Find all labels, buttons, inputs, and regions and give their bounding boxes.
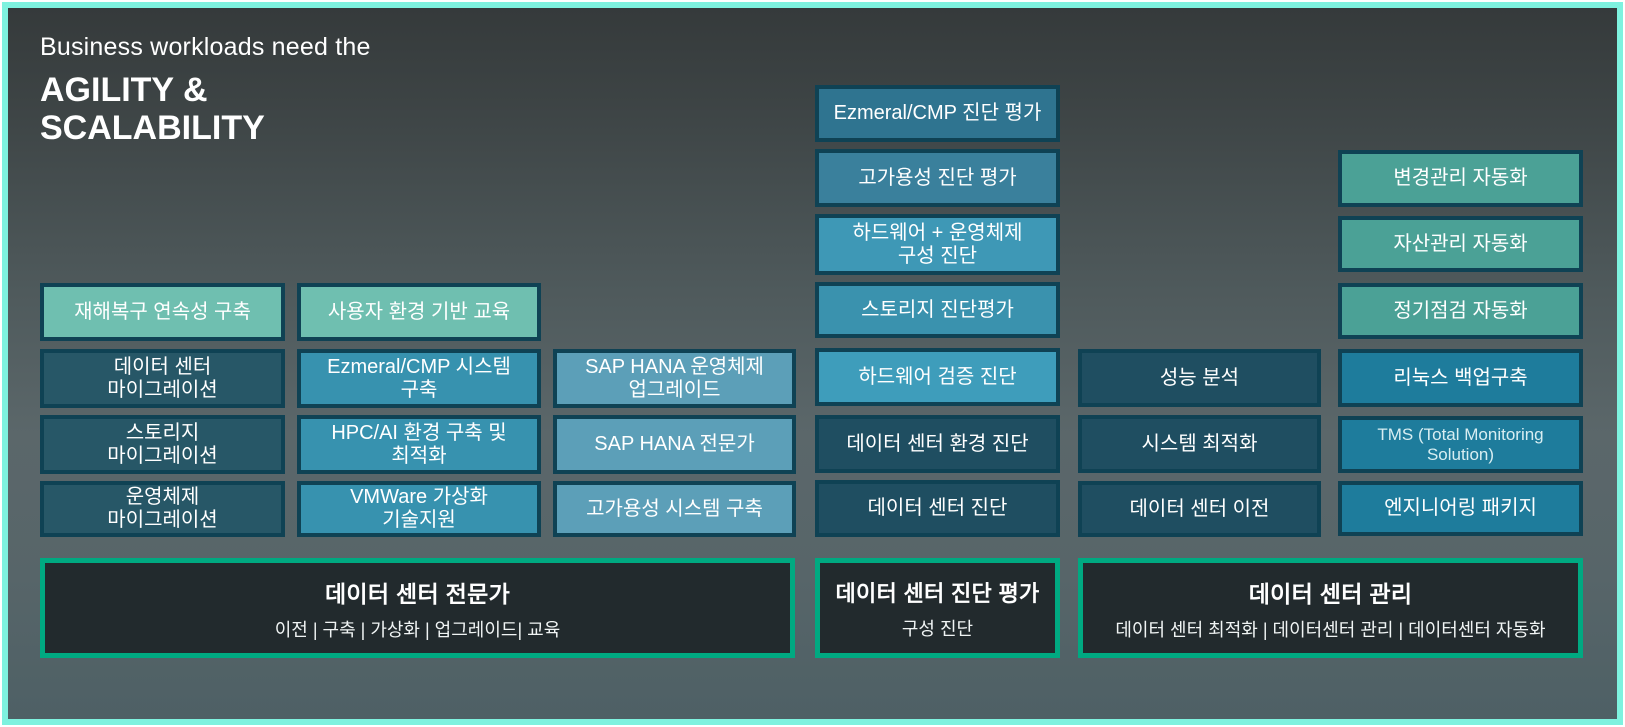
box-hw-os-config-assessment: 하드웨어 + 운영체제 구성 진단 — [815, 214, 1060, 275]
box-ezmeral-cmp-assessment: Ezmeral/CMP 진단 평가 — [815, 85, 1060, 142]
box-label: 엔지니어링 패키지 — [1384, 497, 1537, 519]
band-dc-expert: 데이터 센터 전문가 이전 | 구축 | 가상화 | 업그레이드| 교육 — [40, 558, 795, 658]
box-vmware-support: VMWare 가상화 기술지원 — [297, 481, 541, 537]
box-label: 정기점검 자동화 — [1393, 299, 1528, 322]
box-label: 하드웨어 + 운영체제 구성 진단 — [852, 221, 1023, 267]
box-ezmeral-cmp-build: Ezmeral/CMP 시스템 구축 — [297, 349, 541, 408]
band-subtitle: 이전 | 구축 | 가상화 | 업그레이드| 교육 — [274, 619, 561, 640]
band-subtitle: 데이터 센터 최적화 | 데이터센터 관리 | 데이터센터 자동화 — [1115, 619, 1546, 640]
box-label: 스토리지 진단평가 — [861, 298, 1014, 321]
box-tms: TMS (Total Monitoring Solution) — [1338, 416, 1583, 473]
box-hw-verification-assessment: 하드웨어 검증 진단 — [815, 348, 1060, 406]
box-linux-backup: 리눅스 백업구축 — [1338, 349, 1583, 407]
box-sap-hana-os-upgrade: SAP HANA 운영체제 업그레이드 — [553, 349, 796, 408]
box-label: HPC/AI 환경 구축 및 최적화 — [331, 421, 507, 467]
band-title: 데이터 센터 관리 — [1248, 580, 1413, 607]
box-label: 변경관리 자동화 — [1393, 167, 1528, 189]
slide-header: Business workloads need the AGILITY & SC… — [40, 33, 371, 147]
box-label: 데이터 센터 이전 — [1129, 497, 1270, 520]
box-label: 데이터 센터 마이그레이션 — [107, 355, 218, 401]
band-dc-assessment: 데이터 센터 진단 평가 구성 진단 — [815, 558, 1060, 658]
box-label: TMS (Total Monitoring Solution) — [1377, 424, 1544, 464]
band-title: 데이터 센터 전문가 — [324, 580, 511, 607]
box-label: 사용자 환경 기반 교육 — [327, 300, 511, 323]
box-label: Ezmeral/CMP 진단 평가 — [833, 102, 1042, 124]
box-label: 재해복구 연속성 구축 — [74, 300, 251, 323]
box-label: 운영체제 마이그레이션 — [107, 486, 218, 531]
box-storage-migration: 스토리지 마이그레이션 — [40, 415, 285, 474]
box-label: 고가용성 시스템 구축 — [586, 497, 763, 520]
box-system-optimization: 시스템 최적화 — [1078, 415, 1321, 473]
box-engineering-package: 엔지니어링 패키지 — [1338, 481, 1583, 536]
box-inspection-automation: 정기점검 자동화 — [1338, 283, 1583, 339]
box-label: 데이터 센터 진단 — [867, 497, 1008, 519]
box-label: 성능 분석 — [1159, 366, 1240, 389]
box-change-mgmt-automation: 변경관리 자동화 — [1338, 150, 1583, 207]
box-asset-mgmt-automation: 자산관리 자동화 — [1338, 216, 1583, 272]
box-ha-system-build: 고가용성 시스템 구축 — [553, 481, 796, 537]
box-label: 데이터 센터 환경 진단 — [846, 432, 1029, 455]
header-headline: AGILITY & SCALABILITY — [40, 71, 265, 148]
box-label: Ezmeral/CMP 시스템 구축 — [327, 355, 511, 401]
box-ha-assessment: 고가용성 진단 평가 — [815, 149, 1060, 207]
box-storage-assessment: 스토리지 진단평가 — [815, 282, 1060, 338]
box-label: 리눅스 백업구축 — [1393, 366, 1528, 389]
box-os-migration: 운영체제 마이그레이션 — [40, 481, 285, 537]
box-performance-analysis: 성능 분석 — [1078, 349, 1321, 407]
box-disaster-recovery: 재해복구 연속성 구축 — [40, 283, 285, 341]
box-sap-hana-expert: SAP HANA 전문가 — [553, 415, 796, 474]
box-hpc-ai-build: HPC/AI 환경 구축 및 최적화 — [297, 415, 541, 474]
box-label: SAP HANA 전문가 — [594, 433, 755, 455]
band-dc-management: 데이터 센터 관리 데이터 센터 최적화 | 데이터센터 관리 | 데이터센터 … — [1078, 558, 1583, 658]
box-label: 고가용성 진단 평가 — [858, 166, 1017, 189]
box-dc-env-assessment: 데이터 센터 환경 진단 — [815, 415, 1060, 473]
box-label: 스토리지 마이그레이션 — [107, 421, 218, 467]
box-label: 자산관리 자동화 — [1393, 232, 1528, 255]
box-label: 시스템 최적화 — [1141, 432, 1258, 455]
box-label: SAP HANA 운영체제 업그레이드 — [585, 355, 764, 401]
box-label: 하드웨어 검증 진단 — [858, 365, 1017, 388]
box-label: VMWare 가상화 기술지원 — [350, 486, 488, 531]
box-datacenter-migration: 데이터 센터 마이그레이션 — [40, 349, 285, 408]
header-intro: Business workloads need the — [40, 33, 371, 61]
band-subtitle: 구성 진단 — [901, 618, 974, 639]
box-user-env-training: 사용자 환경 기반 교육 — [297, 283, 541, 341]
box-dc-relocation: 데이터 센터 이전 — [1078, 481, 1321, 537]
band-title: 데이터 센터 진단 평가 — [835, 580, 1040, 606]
box-dc-assessment: 데이터 센터 진단 — [815, 480, 1060, 537]
